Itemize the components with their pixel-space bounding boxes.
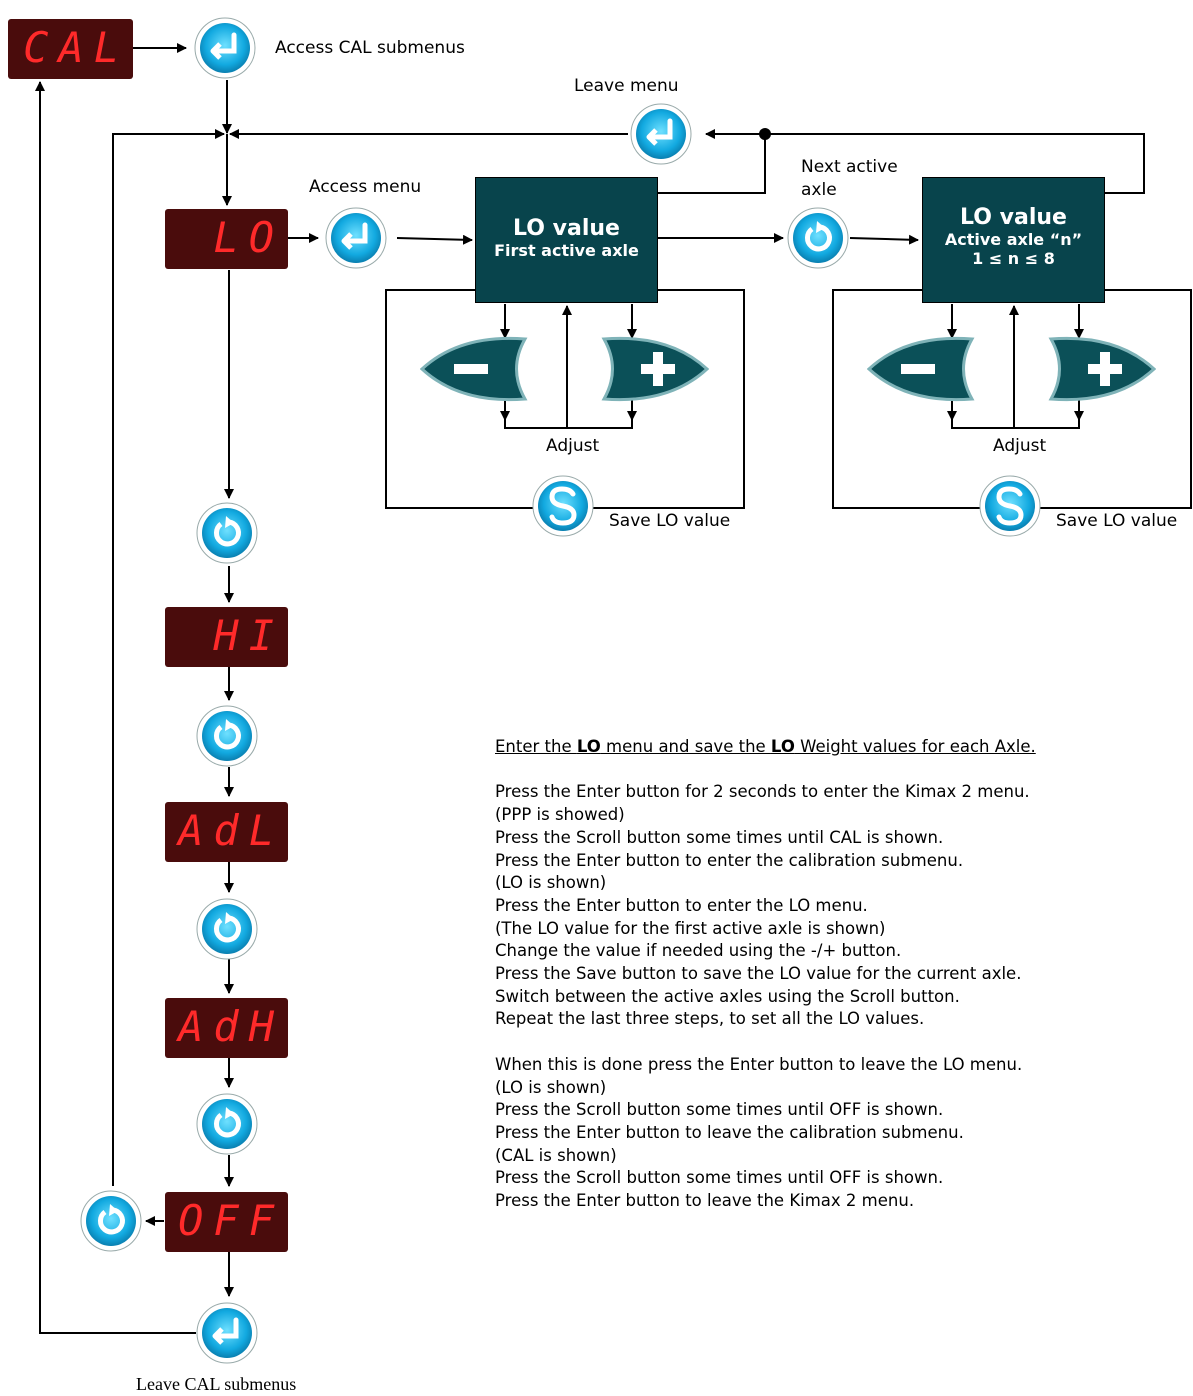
instruction-line: Press the Enter button to enter the LO m… [495,895,868,915]
save-icon[interactable] [979,475,1041,537]
title-text: Enter the [495,737,577,756]
enter-icon[interactable] [630,103,692,165]
scroll-icon[interactable] [196,1093,258,1155]
title-text: Weight values for each Axle. [794,737,1036,756]
instruction-line: When this is done press the Enter button… [495,1054,1023,1074]
instruction-line: Press the Scroll button some times until… [495,1100,944,1120]
adjust-label: Adjust [546,436,600,456]
instruction-line: Press the Enter button to enter the cali… [495,850,964,870]
lo-value-nth-box: LO value Active axle “n” 1 ≤ n ≤ 8 [922,177,1105,303]
instruction-line: Press the Enter button to leave the cali… [495,1122,964,1142]
leave-menu-label: Leave menu [574,76,679,96]
lo-display: LO [165,209,288,269]
minus-icon[interactable] [420,336,530,402]
scroll-icon[interactable] [787,207,849,269]
adjust-label: Adjust [993,436,1047,456]
box-subtitle: First active axle [494,241,639,260]
access-cal-label: Access CAL submenus [275,38,465,58]
save-lo-label: Save LO value [1056,511,1178,531]
spacer [495,759,1155,782]
instruction-line: Press the Save button to save the LO val… [495,964,1022,984]
enter-icon[interactable] [325,207,387,269]
next-active-label: Next active [801,157,898,177]
instruction-line: (The LO value for the first active axle … [495,918,886,938]
cal-display: CAL [8,19,133,79]
off-display: OFF [165,1192,288,1252]
leave-cal-label: Leave CAL submenus [136,1374,297,1394]
plus-icon[interactable] [599,336,709,402]
lo-value-first-box: LO value First active axle [475,177,658,303]
save-lo-label: Save LO value [609,511,731,531]
box-range: 1 ≤ n ≤ 8 [972,249,1055,268]
spacer [495,1031,1155,1054]
next-active-label-line2: axle [801,180,837,200]
enter-icon[interactable] [196,1302,258,1364]
box-title: LO value [960,205,1067,230]
adl-display: AdL [165,802,288,862]
title-bold: LO [576,737,601,756]
instruction-line: (CAL is shown) [495,1145,617,1165]
hi-display: HI [165,607,288,667]
scroll-icon[interactable] [196,898,258,960]
instruction-line: Repeat the last three steps, to set all … [495,1009,925,1029]
enter-icon[interactable] [194,17,256,79]
instruction-line: Switch between the active axles using th… [495,986,960,1006]
adh-display: AdH [165,998,288,1058]
title-bold: LO [770,737,795,756]
scroll-icon[interactable] [80,1190,142,1252]
instruction-line: Press the Enter button for 2 seconds to … [495,782,1030,802]
minus-icon[interactable] [867,336,977,402]
title-text: menu and save the [600,737,771,756]
instructions-title: Enter the LO menu and save the LO Weight… [495,736,1155,759]
plus-icon[interactable] [1046,336,1156,402]
instruction-line: Press the Scroll button some times until… [495,827,944,847]
instruction-line: (LO is shown) [495,1077,607,1097]
box-subtitle: Active axle “n” [944,230,1083,249]
scroll-icon[interactable] [196,705,258,767]
scroll-icon[interactable] [196,502,258,564]
instruction-line: (PPP is showed) [495,805,625,825]
instruction-line: Press the Enter button to leave the Kima… [495,1191,915,1211]
box-title: LO value [513,216,620,241]
access-menu-label: Access menu [309,177,422,197]
instruction-line: Press the Scroll button some times until… [495,1168,944,1188]
instructions: Enter the LO menu and save the LO Weight… [495,736,1155,1213]
instruction-line: (LO is shown) [495,873,607,893]
instruction-line: Change the value if needed using the -/+… [495,941,902,961]
save-icon[interactable] [532,475,594,537]
